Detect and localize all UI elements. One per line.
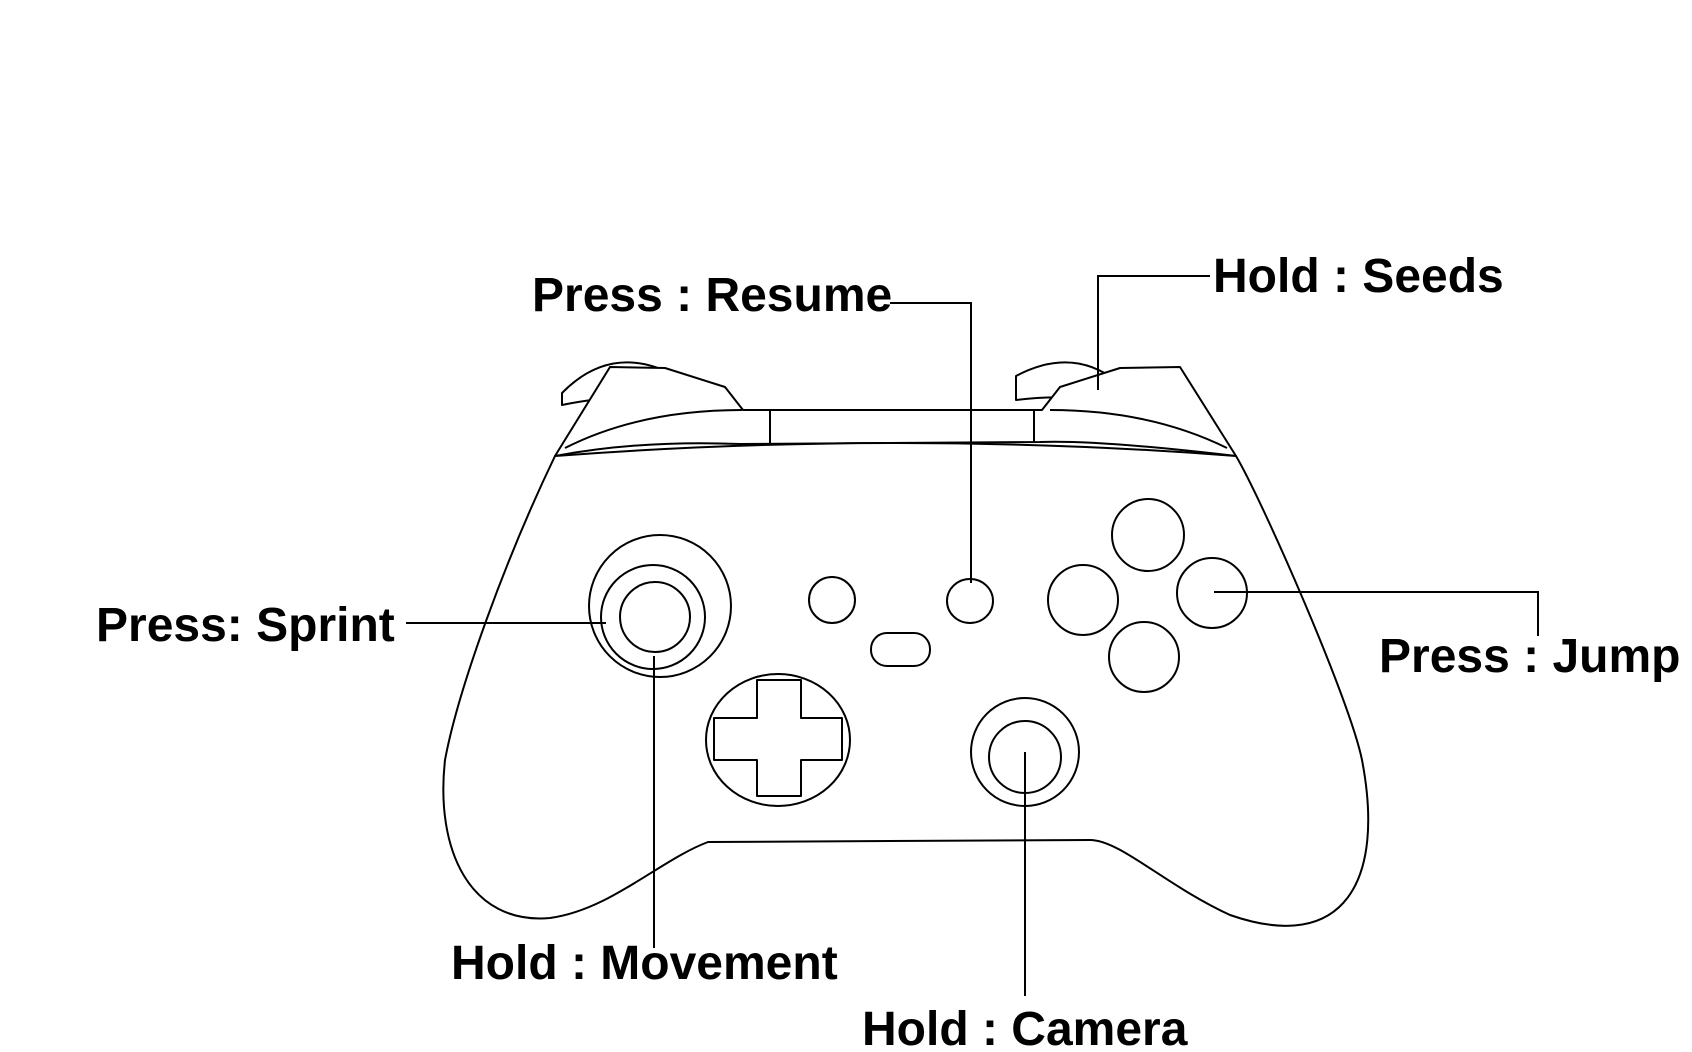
dpad-icon: [713, 679, 843, 797]
jump-leader: [1214, 591, 1539, 636]
label-camera: Hold : Camera: [862, 1003, 1188, 1052]
label-resume: Press : Resume: [532, 269, 892, 322]
view-button: [808, 576, 856, 624]
face-button-top: [1111, 498, 1185, 572]
top-shell: [554, 366, 1237, 457]
share-button: [870, 632, 931, 667]
resume-leader: [890, 302, 972, 583]
face-button-bottom: [1108, 621, 1180, 693]
label-seeds: Hold : Seeds: [1213, 250, 1504, 303]
left-stick-cap: [619, 581, 691, 653]
seeds-leader: [1097, 275, 1210, 390]
top-shell-ridge: [564, 409, 1228, 449]
menu-button: [946, 578, 994, 624]
label-sprint: Press: Sprint: [96, 599, 395, 652]
label-movement: Hold : Movement: [451, 937, 838, 990]
label-jump: Press : Jump: [1379, 630, 1680, 683]
controller-body: [442, 442, 1370, 927]
face-button-left: [1047, 564, 1119, 636]
